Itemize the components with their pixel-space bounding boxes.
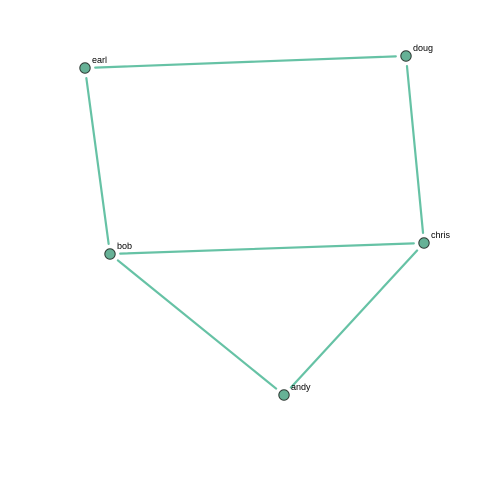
node-bob-marker[interactable] [104,248,116,260]
node-chris-marker[interactable] [418,237,430,249]
edge-bob-andy [116,259,278,390]
edge-layer [85,55,425,390]
node-doug-label: doug [413,43,433,53]
node-andy-label: andy [291,382,311,392]
edge-chris-andy [289,249,419,389]
node-bob[interactable]: bob [104,241,132,260]
edge-earl-doug [94,55,397,69]
node-bob-label: bob [117,241,132,251]
node-andy-marker[interactable] [278,389,290,401]
node-earl[interactable]: earl [79,55,107,74]
node-doug-marker[interactable] [400,50,412,62]
edge-earl-bob [85,77,110,245]
edge-doug-chris [405,65,425,234]
edge-bob-chris [119,242,415,255]
node-doug[interactable]: doug [400,43,433,62]
node-chris-label: chris [431,230,451,240]
node-andy[interactable]: andy [278,382,311,401]
node-chris[interactable]: chris [418,230,451,249]
node-earl-label: earl [92,55,107,65]
node-layer: earl doug bob chris andy [79,43,451,401]
node-earl-marker[interactable] [79,62,91,74]
